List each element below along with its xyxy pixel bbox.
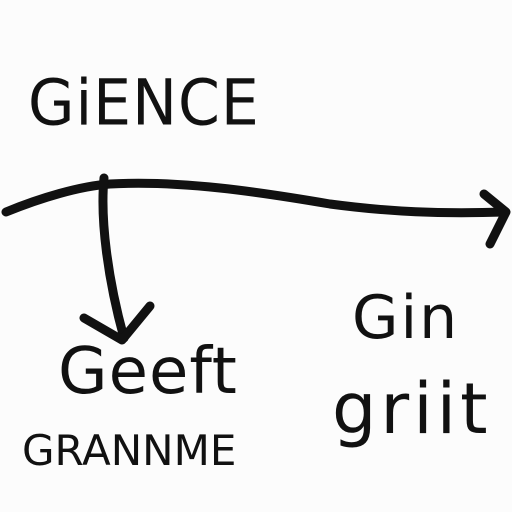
right-branch-label-1: Gin [352,283,460,353]
right-branch-label-2: griit [332,368,492,450]
down-branch-line [98,173,129,343]
top-label: GiENCE [28,66,260,141]
down-arrowhead [79,301,155,345]
down-branch-label-2: GRANNME [22,426,237,475]
right-arrowhead [479,189,511,249]
main-horizontal-line [1,178,510,218]
down-branch-label-1: Geeft [58,335,238,409]
